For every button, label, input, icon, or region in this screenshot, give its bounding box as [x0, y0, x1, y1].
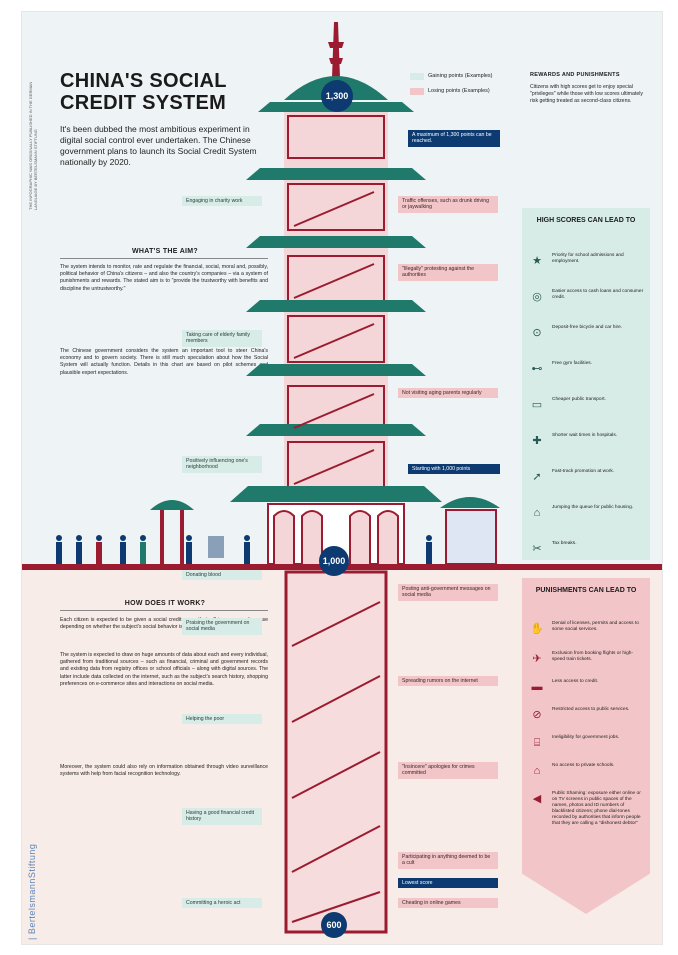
- high-score-item: ✚ Shorter wait times in hospitals.: [530, 432, 646, 456]
- legend-lose-label: Losing points (Examples): [428, 88, 490, 94]
- promotion-icon: ➚: [532, 471, 542, 483]
- punishment-item-text: Denial of licenses, permits and access t…: [552, 621, 639, 632]
- high-score-item: ➚ Fast-track promotion at work.: [530, 468, 646, 492]
- lose-tag: Spreading rumors on the internet: [398, 676, 498, 687]
- lowest-score-tag: Lowest score: [398, 878, 498, 889]
- crowd: [56, 535, 432, 564]
- legend-gain-swatch: [410, 73, 424, 80]
- lose-tag: Cheating in online games: [398, 898, 498, 909]
- medical-cross-icon: ✚: [532, 435, 542, 447]
- max-score-badge: 1,300: [321, 80, 353, 112]
- high-score-item-text: Cheaper public transport.: [552, 397, 606, 402]
- how-paragraph-2: The system is expected to draw on huge a…: [60, 652, 268, 687]
- bus-icon: ▭: [531, 399, 543, 411]
- gain-tag: Praising the government on social media: [182, 618, 262, 635]
- page-title: CHINA'S SOCIAL CREDIT SYSTEM: [60, 70, 227, 114]
- pagoda-roofs: [230, 102, 442, 502]
- right-pavilion: [440, 497, 500, 565]
- legend-gain-label: Gaining points (Examples): [428, 73, 493, 79]
- stop-hand-icon: ✋: [530, 623, 544, 635]
- restricted-icon: ⊘: [532, 709, 542, 721]
- lose-tag: Traffic offenses, such as drunk driving …: [398, 196, 498, 213]
- legend-lose-swatch: [410, 88, 424, 95]
- start-points-tag: Starting with 1,000 points: [408, 464, 500, 475]
- lose-tag: "Illegally" protesting against the autho…: [398, 264, 498, 281]
- punishments-heading: PUNISHMENTS CAN LEAD TO: [535, 587, 637, 594]
- start-score-badge: 1,000: [319, 546, 349, 576]
- school-icon: ⌂: [533, 765, 541, 777]
- how-heading: HOW DOES IT WORK?: [124, 600, 206, 607]
- high-score-item: ◎ Easier access to cash loans and consume…: [530, 288, 646, 312]
- lose-tag: Posting anti-government messages on soci…: [398, 584, 498, 601]
- max-points-tag: A maximum of 1,300 points can be reached…: [408, 130, 500, 147]
- high-score-item: ✂ Tax breaks.: [530, 540, 646, 564]
- how-paragraph-1: Each citizen is expected to be given a s…: [60, 617, 268, 631]
- pagoda-stairs: [293, 191, 375, 485]
- pagoda-spire: [328, 22, 344, 78]
- bicycle-icon: ⊙: [532, 327, 542, 339]
- gain-tag: Positively influencing one's neighborhoo…: [182, 456, 262, 473]
- punishments-panel: [522, 578, 650, 914]
- high-score-item: ⊷ Free gym facilities.: [530, 360, 646, 384]
- intro-text: It's been dubbed the most ambitious expe…: [60, 124, 257, 167]
- aim-paragraph-2: The Chinese government considers the sys…: [60, 348, 268, 376]
- underground-shaft: [284, 570, 388, 934]
- government-icon: ⌸: [533, 737, 541, 749]
- punishment-item-text: Restricted access to public services.: [552, 707, 630, 712]
- high-scores-heading: HIGH SCORES CAN LEAD TO: [536, 217, 636, 224]
- star-icon: ★: [532, 255, 542, 267]
- credit-card-icon: ▬: [531, 681, 543, 693]
- aim-rule: [60, 258, 268, 259]
- high-score-item-text: Deposit-free bicycle and car hire.: [552, 325, 623, 330]
- gain-tag: Committing a heroic act: [182, 898, 262, 909]
- high-score-item-text: Jumping the queue for public housing.: [552, 505, 634, 510]
- gain-tag: Taking care of elderly family members: [182, 330, 262, 347]
- high-score-item: ⌂ Jumping the queue for public housing.: [530, 504, 646, 528]
- lose-tag: Not visiting aging parents regularly: [398, 388, 498, 399]
- aim-heading: WHAT'S THE AIM?: [131, 248, 199, 255]
- high-score-item-text: Free gym facilities.: [552, 361, 592, 366]
- aim-paragraph-1: The system intends to monitor, rate and …: [60, 264, 268, 292]
- high-score-item: ▭ Cheaper public transport.: [530, 396, 646, 420]
- left-pavilion: [150, 500, 194, 564]
- high-score-item: ⊙ Deposit-free bicycle and car hire.: [530, 324, 646, 348]
- high-score-item-text: Shorter wait times in hospitals.: [552, 433, 618, 438]
- punishment-item: ⌸ Ineligibility for government jobs.: [530, 734, 646, 758]
- punishment-item: ◀ Public Shaming: exposure either online …: [530, 790, 646, 870]
- min-score-badge: 600: [321, 912, 347, 938]
- punishment-item: ✈ Exclusion from booking flights or high-…: [530, 650, 646, 674]
- punishment-item: ⌂ No access to private schools.: [530, 762, 646, 786]
- punishment-item: ✋ Denial of licenses, permits and access …: [530, 620, 646, 644]
- punishment-item-text: Less access to credit.: [552, 679, 599, 684]
- high-score-item-text: Easier access to cash loans and consumer…: [552, 289, 644, 300]
- gain-tag: Having a good financial credit history: [182, 808, 262, 825]
- punishment-item-text: Ineligibility for government jobs.: [552, 735, 620, 740]
- punishment-item: ⊘ Restricted access to public services.: [530, 706, 646, 730]
- coins-icon: ◎: [532, 291, 542, 303]
- punishment-item-text: No access to private schools.: [552, 763, 615, 768]
- lose-tag: Participating in anything deemed to be a…: [398, 852, 498, 869]
- punishment-item: ▬ Less access to credit.: [530, 678, 646, 702]
- lose-tag: "Insincere" apologies for crimes committ…: [398, 762, 498, 779]
- queue-icon: ⌂: [533, 507, 541, 519]
- how-rule: [60, 610, 268, 611]
- high-score-item-text: Fast-track promotion at work.: [552, 469, 615, 474]
- pagoda-illustration: [22, 22, 662, 934]
- high-score-item-text: Priority for school admissions and emplo…: [552, 253, 624, 264]
- dumbbell-icon: ⊷: [531, 363, 543, 375]
- high-score-item: ★ Priority for school admissions and empl…: [530, 252, 646, 276]
- high-score-item-text: Tax breaks.: [552, 541, 577, 546]
- high-scores-panel: [522, 208, 650, 560]
- plane-icon: ✈: [532, 653, 542, 665]
- tax-cut-icon: ✂: [532, 543, 542, 555]
- punishment-item-text: Public Shaming: exposure either online o…: [552, 791, 641, 826]
- gain-tag: Helping the poor: [182, 714, 262, 725]
- gain-tag: Engaging in charity work: [182, 196, 262, 207]
- megaphone-icon: ◀: [532, 793, 542, 805]
- punishment-item-text: Exclusion from booking flights or high-s…: [552, 651, 634, 662]
- gain-tag: Donating blood: [182, 570, 262, 581]
- rewards-text: Citizens with high scores get to enjoy s…: [530, 84, 643, 105]
- rewards-heading: REWARDS AND PUNISHMENTS: [530, 72, 620, 78]
- how-paragraph-3: Moreover, the system could also rely on …: [60, 764, 268, 778]
